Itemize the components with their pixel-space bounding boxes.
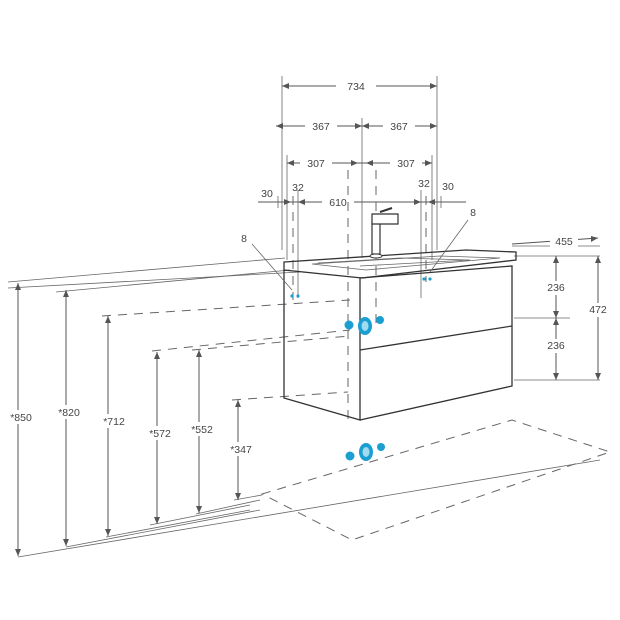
connector-point-right-1	[422, 277, 426, 281]
label-half-left: 367	[312, 121, 330, 133]
connector-point-left-1	[290, 294, 294, 298]
label-drawer-upper: 236	[547, 282, 565, 294]
label-width-610: 610	[329, 197, 347, 209]
faucet	[369, 207, 399, 259]
label-offset-left-32: 32	[292, 182, 304, 194]
label-total-width: 734	[347, 81, 365, 93]
label-callout-right: 8	[470, 207, 476, 219]
label-height-347: *347	[230, 444, 252, 456]
label-height-820: *820	[58, 407, 80, 419]
floor-footprint	[260, 419, 612, 541]
drain-connector-wall	[344, 316, 384, 335]
wall-connectors	[290, 277, 432, 461]
label-height-850: *850	[10, 412, 32, 424]
right-dimension-lines	[511, 235, 616, 381]
top-dimension-lines	[258, 76, 466, 420]
label-inner-right: 307	[397, 158, 415, 170]
label-offset-right-32: 32	[418, 178, 430, 190]
label-half-right: 367	[390, 121, 408, 133]
dimension-labels: 734 367 367 307 307 30 32 32 30 610 8 8 …	[10, 81, 607, 456]
label-offset-right-30: 30	[442, 181, 454, 193]
label-total-height: 472	[589, 304, 607, 316]
label-offset-left-30: 30	[261, 188, 273, 200]
callout-leaders	[251, 219, 469, 291]
label-drawer-lower: 236	[547, 340, 565, 352]
label-height-572: *572	[149, 428, 171, 440]
connector-point-right-2	[428, 277, 432, 281]
connector-point-left-2	[296, 294, 300, 298]
label-callout-left: 8	[241, 233, 247, 245]
label-depth: 455	[555, 236, 573, 248]
label-height-712: *712	[103, 416, 125, 428]
label-inner-left: 307	[307, 158, 325, 170]
drain-connector-floor	[345, 443, 385, 461]
label-height-552: *552	[191, 424, 213, 436]
vanity-cabinet	[283, 249, 517, 421]
left-dimension-lines	[6, 257, 601, 558]
